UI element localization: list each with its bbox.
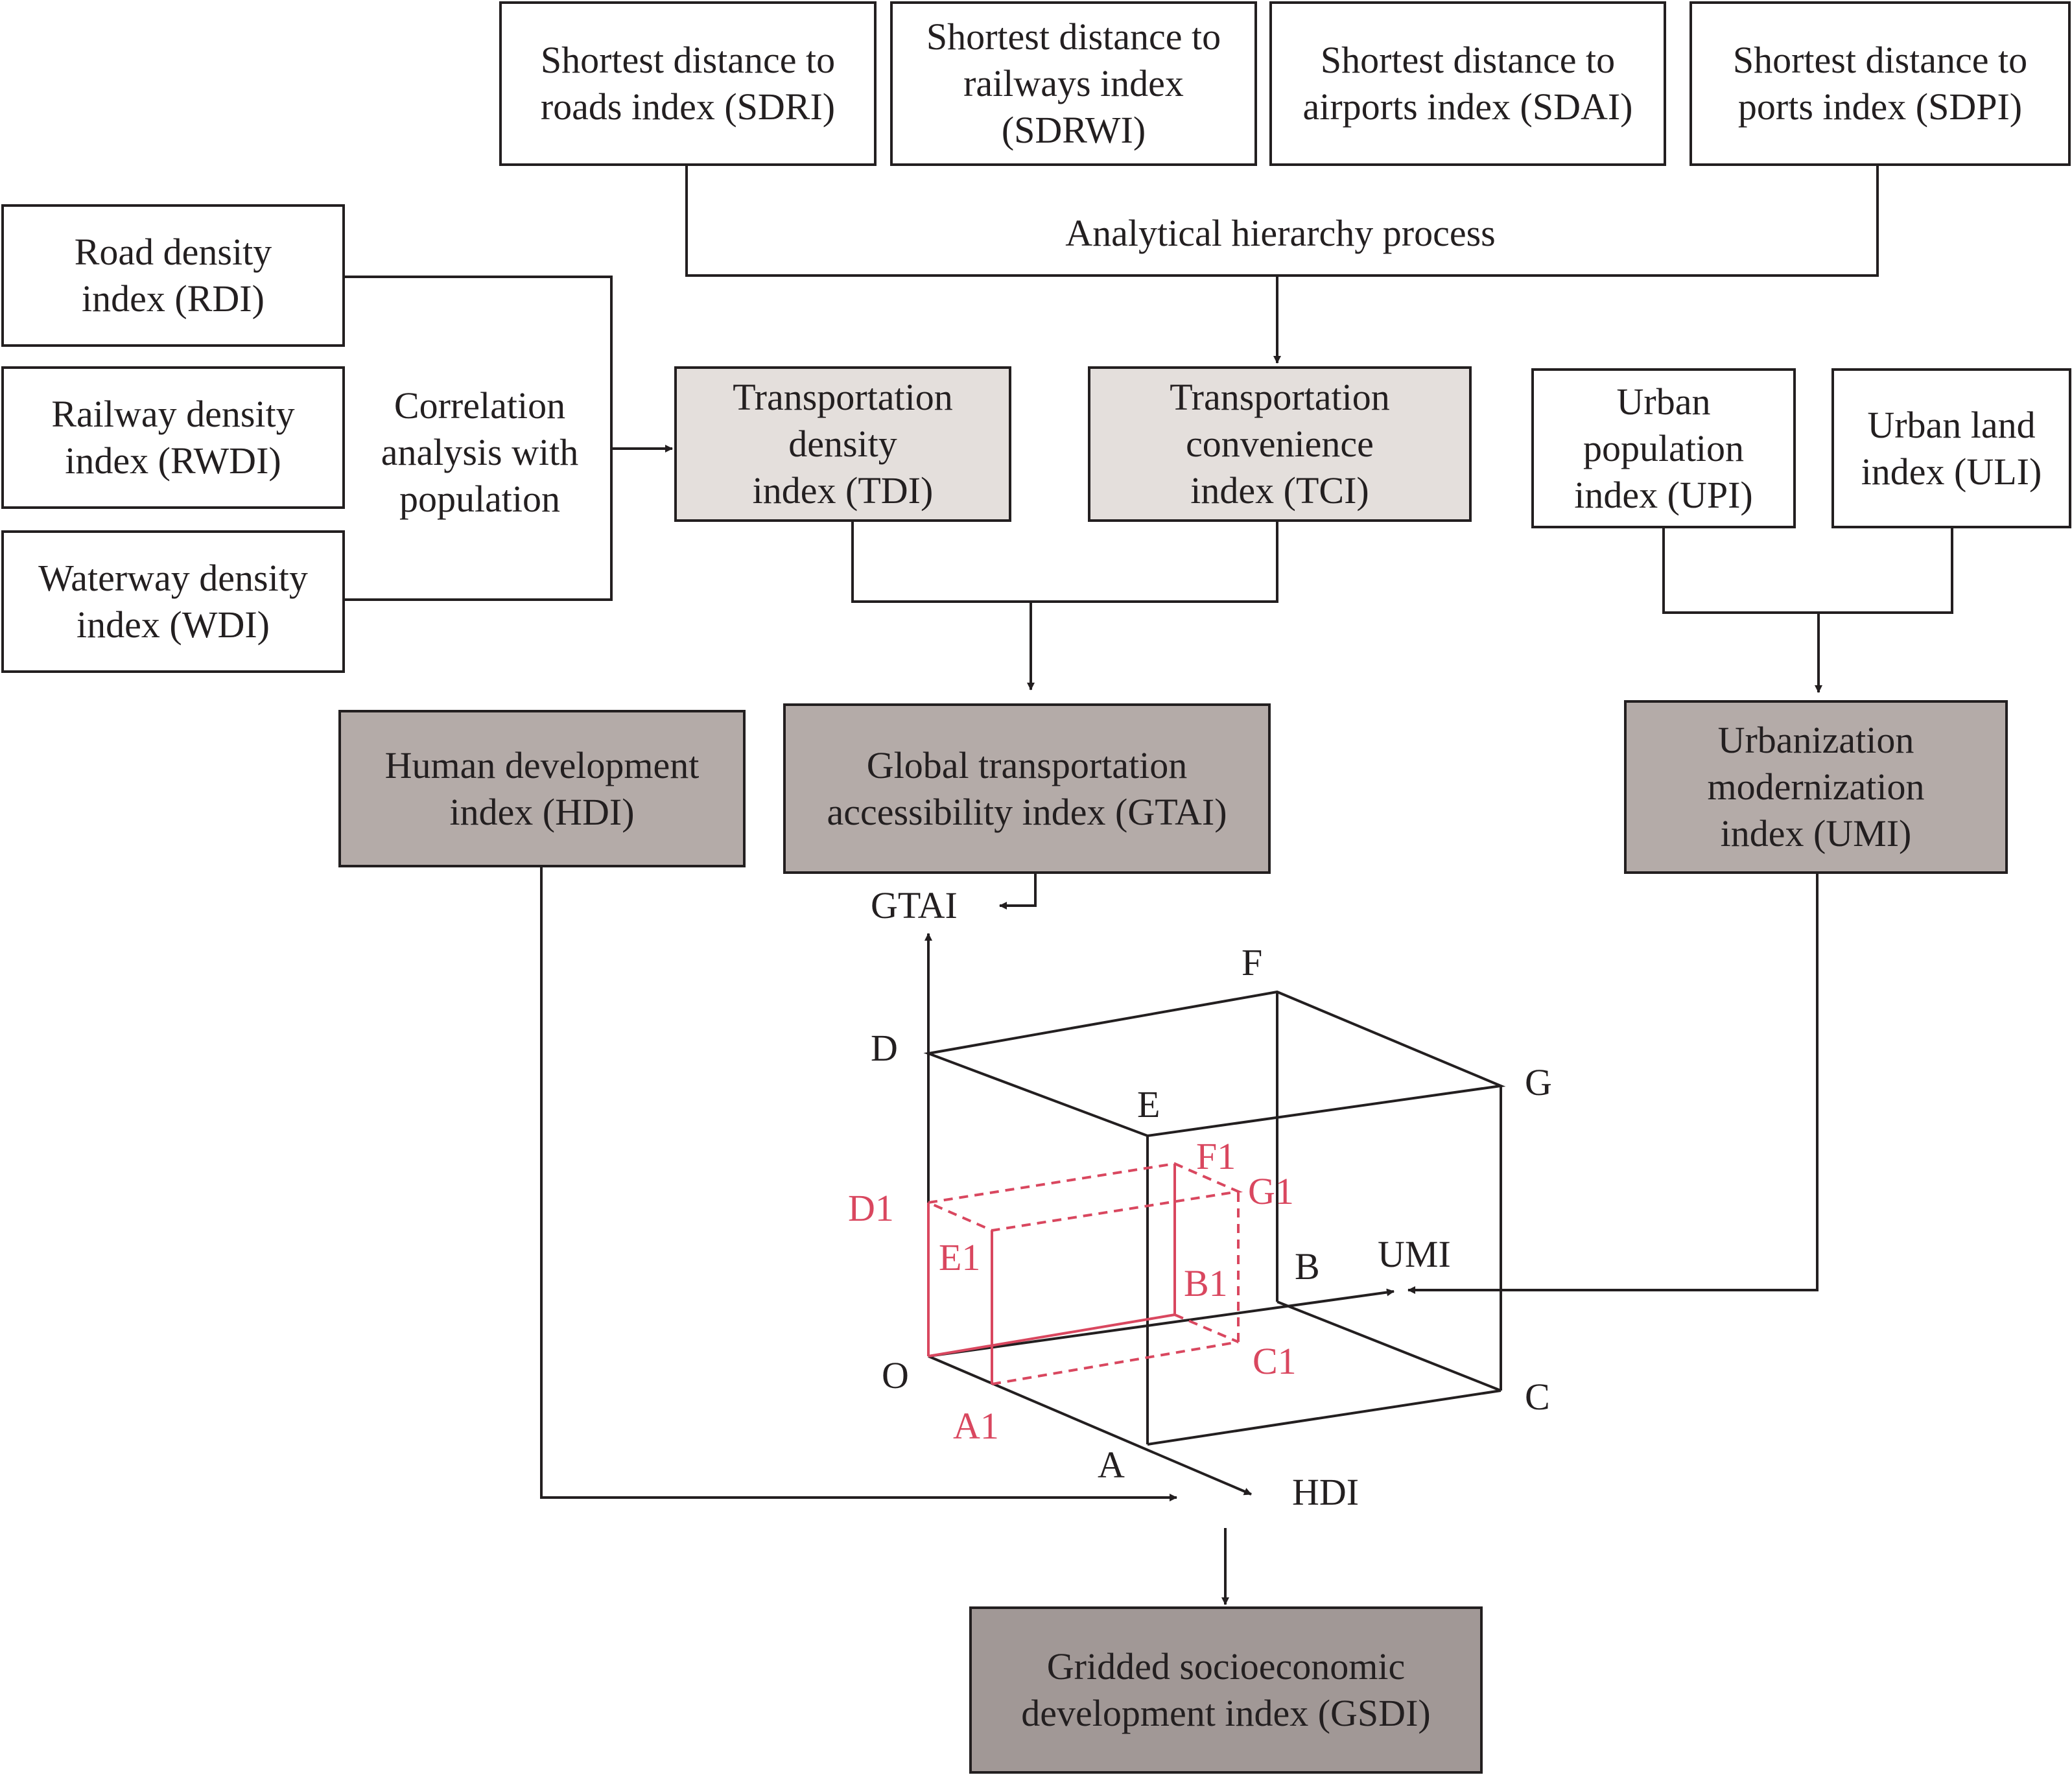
sdai-label: Shortest distance to airports index (SDA… bbox=[1302, 39, 1633, 128]
tdi-tci-bracket-connector bbox=[851, 522, 1278, 603]
point-o: O bbox=[882, 1354, 909, 1396]
tci-label: Transportation convenience index (TCI) bbox=[1170, 376, 1390, 511]
wdi-box: Waterway density index (WDI) bbox=[1, 530, 345, 673]
point-e1: E1 bbox=[939, 1236, 981, 1278]
sdri-label: Shortest distance to roads index (SDRI) bbox=[540, 39, 836, 128]
uli-label: Urban land index (ULI) bbox=[1861, 403, 2042, 493]
gtai-label: Global transportation accessibility inde… bbox=[827, 744, 1227, 833]
gtai-box: Global transportation accessibility inde… bbox=[783, 703, 1271, 874]
upi-label: Urban population index (UPI) bbox=[1574, 380, 1753, 516]
cube-top-face bbox=[923, 990, 1506, 1138]
tdi-box: Transportation density index (TDI) bbox=[674, 366, 1011, 522]
umi-label: Urbanization modernization index (UMI) bbox=[1707, 719, 1925, 854]
hdi-label: Human development index (HDI) bbox=[384, 744, 700, 833]
sdrwi-label: Shortest distance to railways index (SDR… bbox=[926, 16, 1221, 151]
umi-axis bbox=[928, 1288, 1395, 1358]
hdi-box: Human development index (HDI) bbox=[338, 710, 746, 867]
wdi-label: Waterway density index (WDI) bbox=[38, 557, 308, 646]
point-a: A bbox=[1098, 1444, 1125, 1486]
sdpi-box: Shortest distance to ports index (SDPI) bbox=[1689, 1, 2071, 166]
inner-top-face bbox=[923, 1162, 1243, 1232]
point-b: B bbox=[1295, 1245, 1320, 1287]
point-f: F bbox=[1242, 941, 1263, 983]
ahp-label: Analytical hierarchy process bbox=[1065, 212, 1496, 254]
inner-edge-b1-c1 bbox=[1174, 1313, 1239, 1343]
gsdi-label: Gridded socioeconomic development index … bbox=[1021, 1645, 1431, 1734]
sdri-box: Shortest distance to roads index (SDRI) bbox=[499, 1, 877, 166]
point-e: E bbox=[1137, 1083, 1160, 1125]
tdi-label: Transportation density index (TDI) bbox=[733, 376, 953, 511]
uli-box: Urban land index (ULI) bbox=[1831, 368, 2071, 528]
rdi-box: Road density index (RDI) bbox=[1, 204, 345, 347]
point-g: G bbox=[1525, 1061, 1552, 1103]
tci-box: Transportation convenience index (TCI) bbox=[1088, 366, 1472, 522]
inner-edge-o-b1 bbox=[928, 1313, 1175, 1358]
point-c1: C1 bbox=[1253, 1340, 1297, 1382]
hdi-axis bbox=[928, 1355, 1252, 1496]
gtai-to-axis-arrow bbox=[999, 874, 1037, 910]
hdi-to-axis-arrow bbox=[540, 867, 1177, 1501]
point-d: D bbox=[871, 1027, 898, 1069]
rwdi-box: Railway density index (RWDI) bbox=[1, 366, 345, 509]
sdrwi-box: Shortest distance to railways index (SDR… bbox=[890, 1, 1257, 166]
umi-box: Urbanization modernization index (UMI) bbox=[1624, 700, 2008, 874]
sdpi-label: Shortest distance to ports index (SDPI) bbox=[1732, 39, 2028, 128]
gtai-axis-label: GTAI bbox=[871, 884, 958, 926]
hdi-axis-label: HDI bbox=[1292, 1471, 1360, 1513]
correlation-label: Correlation analysis with population bbox=[381, 384, 579, 520]
rdi-label: Road density index (RDI) bbox=[74, 231, 272, 320]
point-a1: A1 bbox=[953, 1405, 999, 1447]
point-b1: B1 bbox=[1184, 1262, 1228, 1304]
point-c: C bbox=[1525, 1376, 1550, 1418]
point-d1: D1 bbox=[848, 1187, 894, 1229]
upi-box: Urban population index (UPI) bbox=[1531, 368, 1796, 528]
sdai-box: Shortest distance to airports index (SDA… bbox=[1269, 1, 1666, 166]
umi-axis-label: UMI bbox=[1378, 1233, 1451, 1275]
rwdi-label: Railway density index (RWDI) bbox=[51, 393, 295, 482]
correlation-bracket-connector bbox=[344, 276, 613, 601]
point-g1: G1 bbox=[1248, 1170, 1294, 1212]
cube-edge-ac bbox=[1147, 1389, 1501, 1446]
point-f1: F1 bbox=[1196, 1135, 1236, 1177]
gsdi-box: Gridded socioeconomic development index … bbox=[969, 1606, 1483, 1774]
inner-edge-a1-c1 bbox=[991, 1341, 1239, 1385]
umi-to-axis-arrow bbox=[1407, 874, 1819, 1294]
upi-uli-bracket-connector bbox=[1662, 528, 1953, 614]
ahp-bracket-connector bbox=[685, 165, 1879, 277]
cube-edge-bc bbox=[1277, 1300, 1501, 1392]
